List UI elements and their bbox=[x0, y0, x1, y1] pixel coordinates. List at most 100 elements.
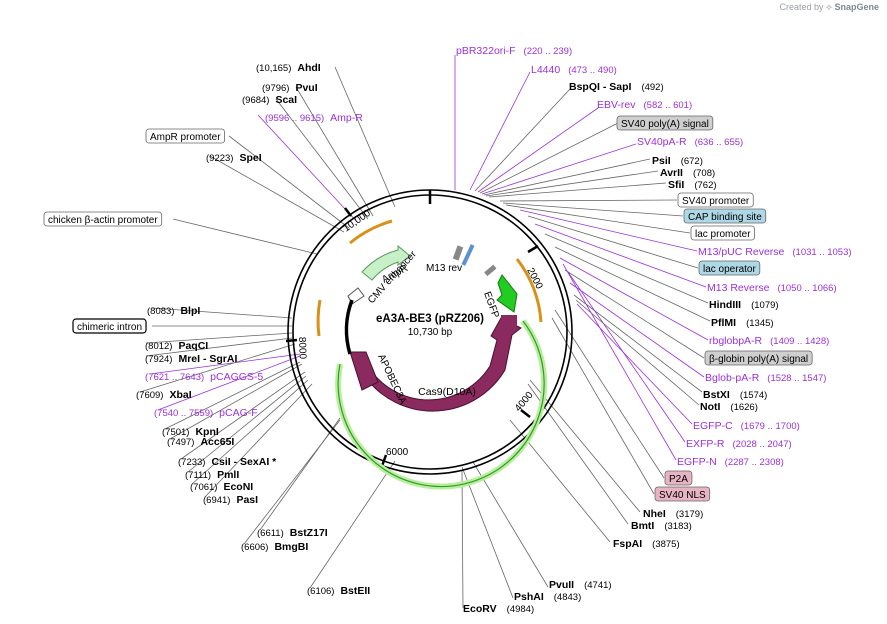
leader-line bbox=[505, 204, 691, 234]
site-label-rbglobpa-r[interactable]: (1409 .. 1428)rbglobpA-R bbox=[709, 335, 829, 347]
svg-text:Acc65I: Acc65I bbox=[200, 436, 234, 448]
site-label-econi[interactable]: (7061)EcoNI bbox=[190, 481, 253, 493]
site-label-ecorv[interactable]: (4984)EcoRV bbox=[463, 603, 534, 615]
site-label-sv40-poly-a-signal[interactable]: SV40 poly(A) signal bbox=[616, 115, 714, 131]
site-label-amp-r[interactable]: (9596 .. 9615)Amp-R bbox=[265, 112, 363, 124]
svg-text:SV40 NLS: SV40 NLS bbox=[659, 490, 706, 501]
svg-text:PflMI: PflMI bbox=[711, 317, 736, 329]
site-label-kpni[interactable]: (7501)KpnI bbox=[162, 426, 219, 438]
site-label-lac-operator[interactable]: lac operator bbox=[698, 260, 761, 276]
site-label-pbr322ori-f[interactable]: (220 .. 239)pBR322ori-F bbox=[456, 45, 572, 57]
credit-prefix: Created by bbox=[779, 2, 824, 12]
svg-text:SV40pA-R: SV40pA-R bbox=[637, 136, 687, 148]
leader-line bbox=[334, 66, 396, 208]
site-label--globin-poly-a-signal[interactable]: β-globin poly(A) signal bbox=[704, 350, 813, 366]
site-label-paqci[interactable]: (8012) PaqCI bbox=[145, 340, 208, 352]
site-label-pasi[interactable]: (6941)PasI bbox=[203, 494, 258, 506]
site-label-mrei-sgrai[interactable]: (7924)MreI - SgrAI bbox=[145, 353, 237, 365]
svg-text:KpnI: KpnI bbox=[195, 426, 218, 438]
leader-line bbox=[209, 155, 345, 233]
site-label-pshai[interactable]: (4843)PshAI bbox=[514, 591, 581, 603]
svg-text:BspQI - SapI: BspQI - SapI bbox=[569, 81, 632, 93]
leader-line bbox=[544, 233, 709, 304]
leader-line bbox=[559, 257, 709, 341]
site-label-ampr-promoter[interactable]: AmpR promoter bbox=[145, 128, 225, 144]
ampr-arrow bbox=[361, 244, 411, 281]
leader-line bbox=[228, 135, 350, 229]
svg-text:(7924): (7924) bbox=[145, 354, 172, 365]
site-label-bspqi-sapi[interactable]: (492)BspQI - SapI bbox=[569, 81, 664, 93]
svg-text:M13 Reverse: M13 Reverse bbox=[707, 282, 770, 294]
site-label-m13-puc-reverse[interactable]: (1031 .. 1053)M13/pUC Reverse bbox=[698, 246, 852, 258]
leader-line bbox=[554, 246, 711, 322]
site-label-sv40-promoter[interactable]: SV40 promoter bbox=[677, 192, 754, 208]
site-label-psii[interactable]: (672)PsiI bbox=[652, 155, 703, 167]
site-label-exfp-r[interactable]: (2028 .. 2047)EXFP-R bbox=[686, 438, 792, 450]
svg-text:EBV-rev: EBV-rev bbox=[597, 99, 636, 111]
site-label-sv40pa-r[interactable]: (636 .. 655)SV40pA-R bbox=[637, 136, 743, 148]
svg-text:ScaI: ScaI bbox=[275, 94, 297, 106]
site-label-pflmi[interactable]: (1345)PflMI bbox=[711, 317, 774, 329]
site-label-egfp-n[interactable]: (2287 .. 2308)EGFP-N bbox=[677, 456, 784, 468]
site-label-csii-sexai-[interactable]: (7233)CsiI - SexAI * bbox=[178, 456, 277, 468]
site-label-cap-binding-site[interactable]: CAP binding site bbox=[683, 208, 767, 224]
site-label-pvuii[interactable]: (4741)PvuII bbox=[549, 579, 612, 591]
site-label-ebv-rev[interactable]: (582 .. 601)EBV-rev bbox=[597, 99, 692, 111]
svg-text:(1528 .. 1547): (1528 .. 1547) bbox=[767, 373, 826, 384]
svg-text:(473 .. 490): (473 .. 490) bbox=[568, 65, 617, 76]
svg-text:(10,165): (10,165) bbox=[256, 63, 291, 74]
site-label-bglob-pa-r[interactable]: (1528 .. 1547)Bglob-pA-R bbox=[705, 372, 826, 384]
svg-text:Amp-R: Amp-R bbox=[330, 112, 363, 124]
site-label-pcag-f[interactable]: (7540 .. 7559)pCAG-F bbox=[154, 407, 258, 419]
site-label-pcaggs-5[interactable]: (7621 .. 7643)pCAGGS-5 bbox=[145, 371, 263, 383]
site-label-lac-promoter[interactable]: lac promoter bbox=[690, 225, 755, 241]
svg-text:(4843): (4843) bbox=[554, 592, 581, 603]
site-label-spei[interactable]: (9223)SpeI bbox=[206, 152, 262, 164]
site-label-m13-reverse[interactable]: (1050 .. 1066) M13 Reverse bbox=[707, 282, 837, 294]
svg-text:EGFP-N: EGFP-N bbox=[677, 456, 717, 468]
leader-line bbox=[479, 122, 619, 194]
site-label-noti[interactable]: (1626)NotI bbox=[700, 401, 758, 413]
leader-line bbox=[554, 309, 665, 479]
site-label-hindiii[interactable]: (1079)HindIII bbox=[709, 299, 779, 311]
svg-text:(8012): (8012) bbox=[145, 341, 172, 352]
leader-line bbox=[567, 271, 686, 443]
p2a-block bbox=[501, 315, 517, 326]
leader-lines bbox=[139, 55, 711, 609]
site-label-avrii[interactable]: (708)AvrII bbox=[660, 167, 715, 179]
svg-text:(7111): (7111) bbox=[185, 470, 211, 481]
site-label-egfp-c[interactable]: (1679 .. 1700)EGFP-C bbox=[693, 420, 800, 432]
cas9-label: Cas9(D10A) bbox=[418, 386, 476, 398]
site-label-acc65i[interactable]: (7497)Acc65I bbox=[167, 436, 234, 448]
site-label-chicken-actin-promoter[interactable]: chicken β-actin promoter bbox=[43, 211, 163, 227]
site-label-p2a[interactable]: P2A bbox=[664, 470, 693, 486]
egfp-arrow bbox=[496, 274, 518, 313]
leader-line bbox=[164, 361, 301, 430]
site-label-sfii[interactable]: (762)SfiI bbox=[668, 179, 717, 191]
site-label-chimeric-intron[interactable]: chimeric intron bbox=[72, 318, 147, 334]
site-label-nhei[interactable]: (3179)NheI bbox=[643, 508, 703, 520]
svg-text:(4984): (4984) bbox=[507, 604, 534, 615]
site-label-bsteii[interactable]: (6106)BstEII bbox=[307, 585, 370, 597]
tick-label-8000: 8000 bbox=[296, 337, 308, 360]
site-label-scai[interactable]: (9684)ScaI bbox=[242, 94, 297, 106]
site-label-bstxi[interactable]: (1574)BstXI bbox=[703, 389, 767, 401]
leader-line bbox=[461, 469, 464, 609]
site-label-ahdi[interactable]: (10,165)AhdI bbox=[256, 62, 321, 74]
site-label-blpi[interactable]: (8083)BlpI bbox=[147, 305, 200, 317]
ori-arc-right bbox=[515, 258, 543, 323]
site-label-fspai[interactable]: (3875)FspAI bbox=[613, 538, 680, 550]
svg-text:CAP binding site: CAP binding site bbox=[688, 212, 762, 223]
site-label-pvui[interactable]: (9796)PvuI bbox=[262, 82, 318, 94]
site-label-sv40-nls[interactable]: SV40 NLS bbox=[654, 486, 711, 502]
site-label-bstz17i[interactable]: (6611)BstZ17I bbox=[257, 527, 328, 539]
leader-line bbox=[481, 143, 637, 195]
site-label-bmti[interactable]: (3183)BmtI bbox=[631, 520, 692, 532]
svg-text:(1050 .. 1066): (1050 .. 1066) bbox=[777, 283, 836, 294]
site-label-bmgbi[interactable]: (6606)BmgBI bbox=[241, 541, 308, 553]
site-label-xbai[interactable]: (7609)XbaI bbox=[136, 389, 192, 401]
leader-line bbox=[309, 460, 396, 589]
svg-text:PaqCI: PaqCI bbox=[178, 340, 208, 352]
site-label-pmli[interactable]: (7111)PmlI bbox=[185, 469, 239, 481]
site-label-l4440[interactable]: (473 .. 490)L4440 bbox=[531, 64, 617, 76]
